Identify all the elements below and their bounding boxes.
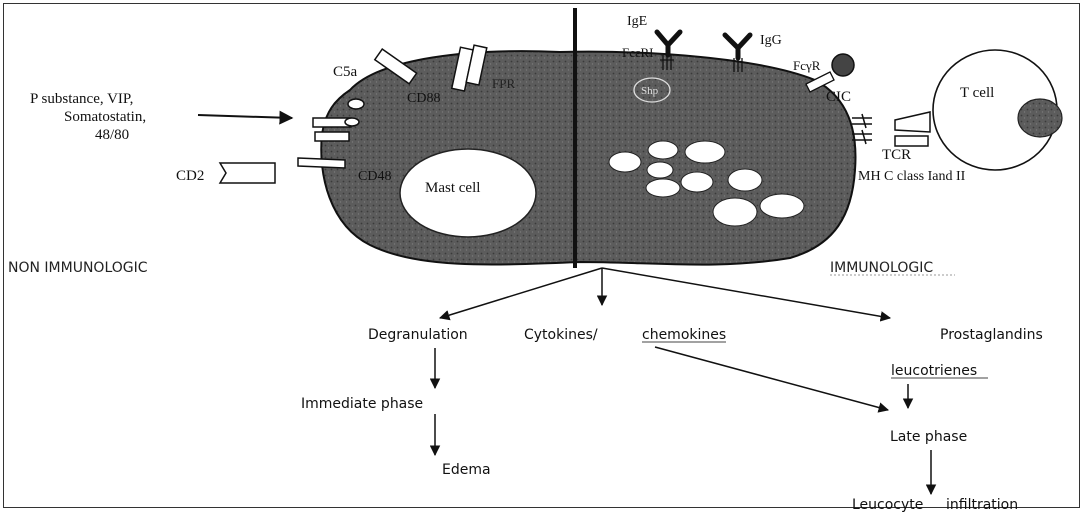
tcr-connection xyxy=(852,112,930,146)
immediate-phase-label: Immediate phase xyxy=(301,396,423,412)
leucotrienes-label: leucotrienes xyxy=(891,363,977,379)
fcgr-label: FcγR xyxy=(793,58,821,73)
cytokines-label: Cytokines/ xyxy=(524,327,598,343)
degranulation-label: Degranulation xyxy=(368,327,468,343)
shp-label: Shp xyxy=(641,85,659,97)
prostaglandins-label: Prostaglandins xyxy=(940,327,1043,343)
chemokines-label: chemokines xyxy=(642,327,726,343)
substance-arrow xyxy=(198,115,292,118)
edema-label: Edema xyxy=(442,462,491,478)
cic-label: CIC xyxy=(826,89,851,105)
arrow-cytokines-to-late xyxy=(655,347,888,410)
ige-antibody xyxy=(657,32,680,55)
fpr-label: FPR xyxy=(492,76,515,91)
igg-label: IgG xyxy=(760,33,782,48)
c5a-label: C5a xyxy=(333,64,358,80)
arrow-to-degranulation xyxy=(440,268,602,318)
tcr-label: TCR xyxy=(882,147,911,163)
fceri-label: FcεRI xyxy=(622,45,653,60)
immunologic-label: IMMUNOLOGIC xyxy=(830,260,933,276)
infiltration-label: infiltration xyxy=(946,497,1018,512)
cd2-label: CD2 xyxy=(176,168,204,184)
substance-line-1: P substance, VIP, xyxy=(30,91,133,107)
mhc-label: MH C class Iand II xyxy=(858,169,966,184)
cd2-receptor xyxy=(220,163,275,183)
non-immunologic-label: NON IMMUNOLOGIC xyxy=(8,260,148,276)
cd48-label: CD48 xyxy=(358,169,391,184)
late-phase-label: Late phase xyxy=(890,429,967,445)
cd88-label: CD88 xyxy=(407,91,440,106)
mast-cell-label: Mast cell xyxy=(425,180,480,196)
igg-antibody xyxy=(725,35,750,58)
mast-cell-body xyxy=(321,51,855,264)
substance-line-2: Somatostatin, xyxy=(64,109,146,125)
substance-line-3: 48/80 xyxy=(95,127,129,143)
t-cell-nucleus xyxy=(1018,99,1062,137)
t-cell-label: T cell xyxy=(960,85,994,101)
ige-label: IgE xyxy=(627,14,647,29)
leucocyte-label: Leucocyte xyxy=(852,497,923,512)
